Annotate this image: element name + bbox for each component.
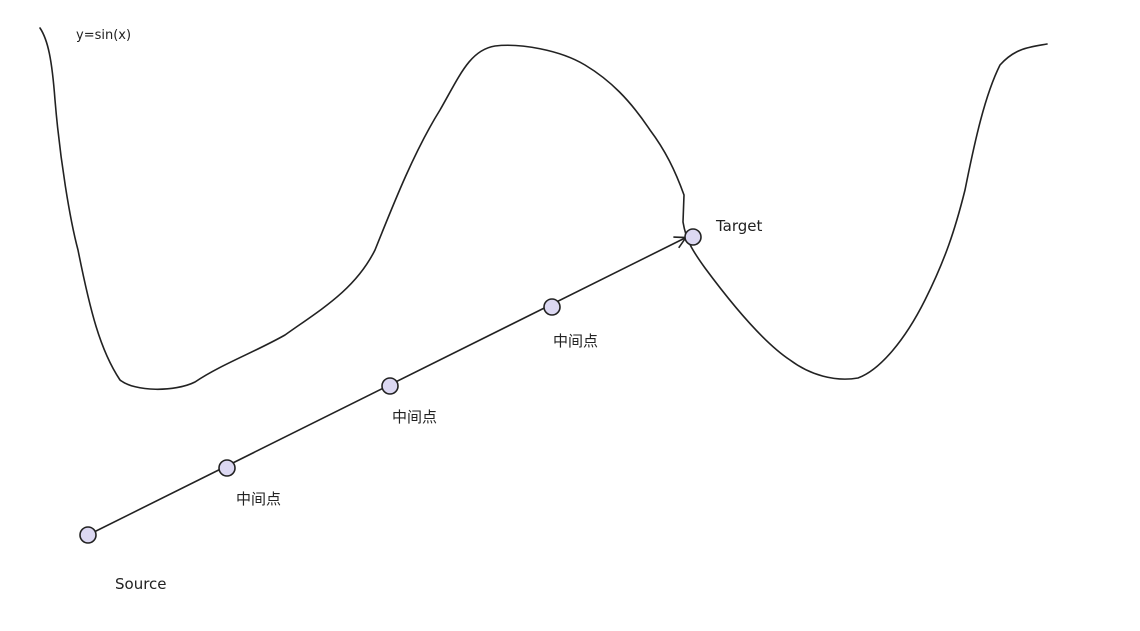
source-node[interactable] — [79, 526, 97, 544]
waypoint-node-2[interactable] — [381, 377, 399, 395]
waypoint-label-2: 中间点 — [392, 408, 437, 426]
target-label: Target — [715, 217, 763, 235]
waypoint-label-3: 中间点 — [553, 332, 598, 350]
waypoint-label-1: 中间点 — [236, 490, 281, 508]
curve-label: y=sin(x) — [76, 28, 131, 43]
source-label: Source — [115, 575, 167, 593]
waypoint-node-3[interactable] — [543, 298, 561, 316]
sine-curve — [39, 27, 1048, 391]
waypoint-node-1[interactable] — [218, 459, 236, 477]
target-node[interactable] — [684, 228, 702, 246]
